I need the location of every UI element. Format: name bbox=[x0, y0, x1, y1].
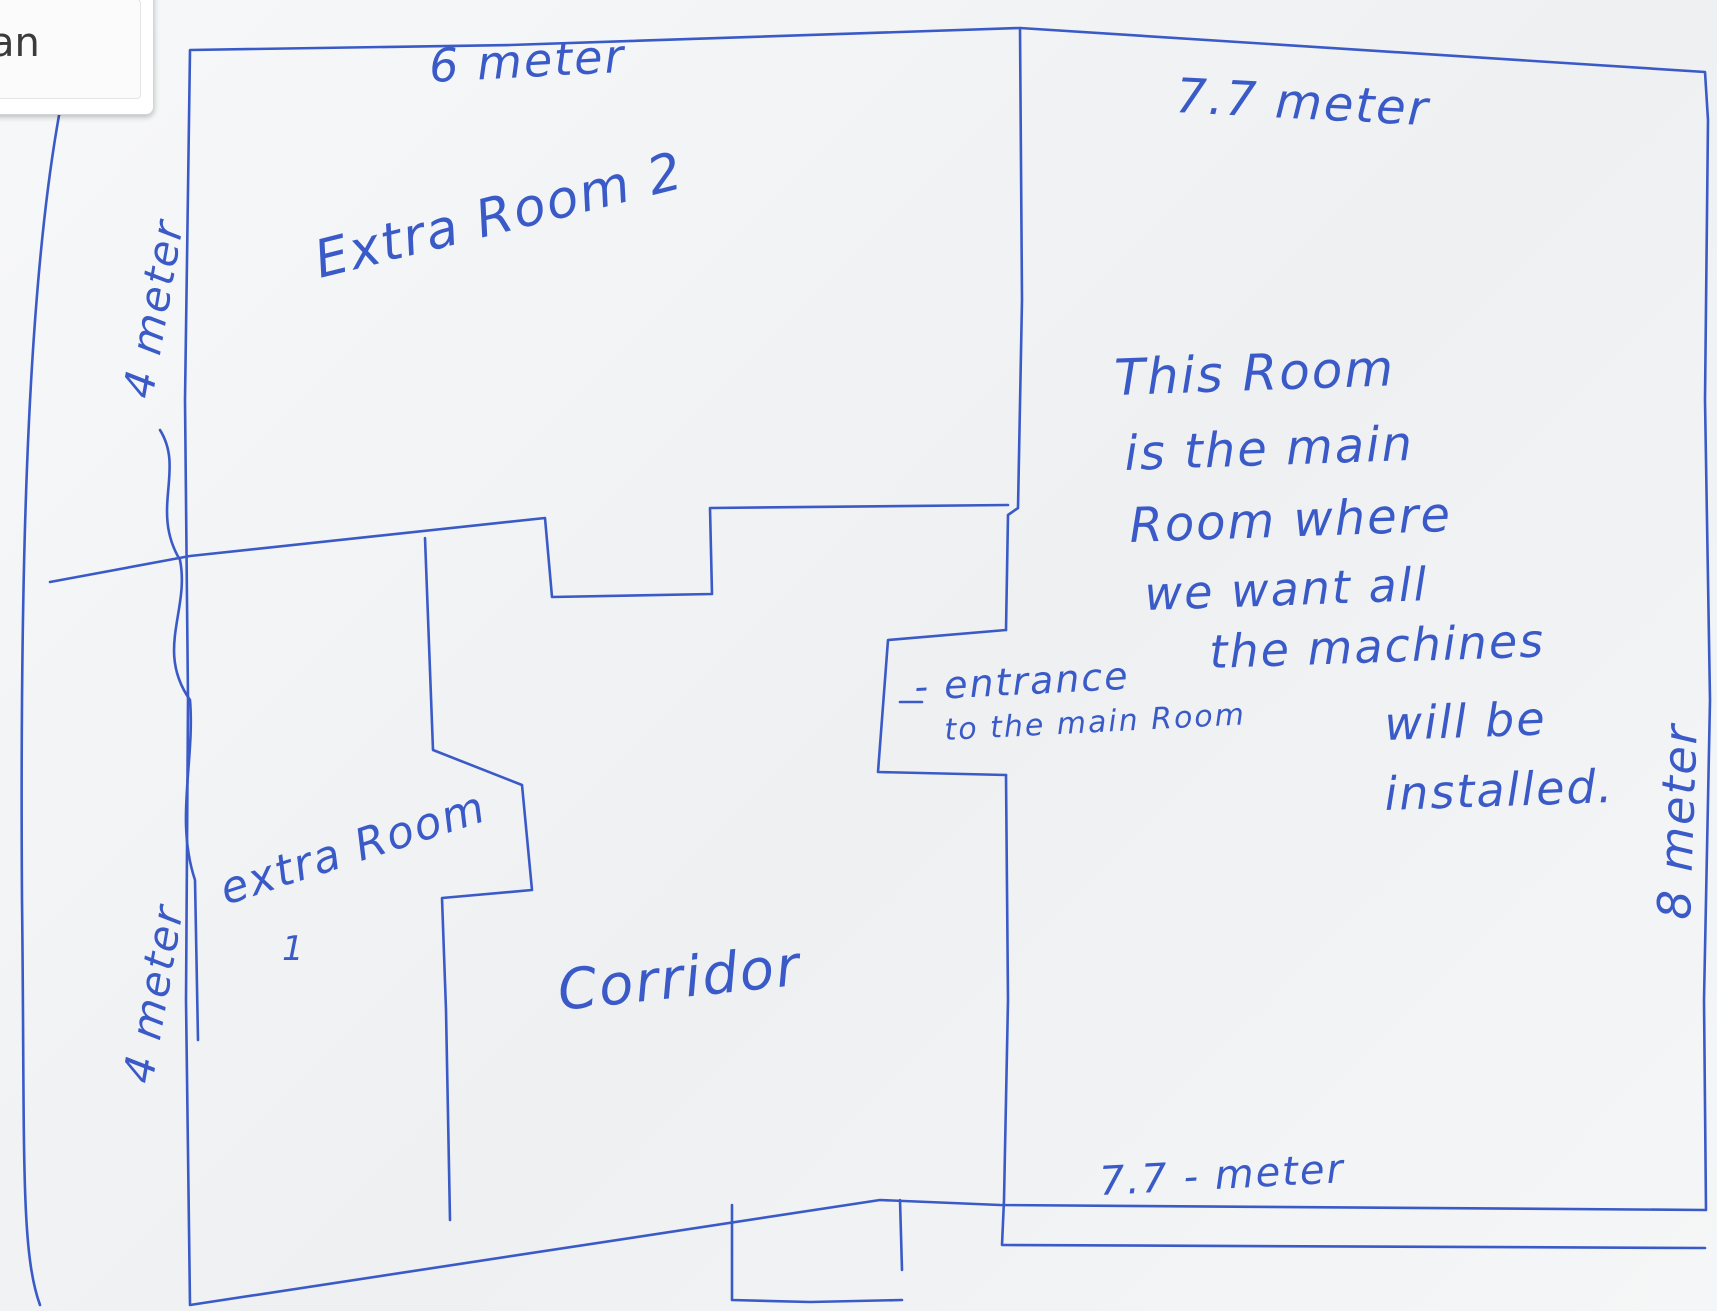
main-room-west-wall bbox=[1004, 26, 1024, 632]
note-line-6: will be bbox=[1383, 691, 1547, 751]
label-extra-room-mark: 1 bbox=[282, 929, 306, 969]
dim-bottom: 7.7 - meter bbox=[1098, 1146, 1346, 1205]
entrance-notch bbox=[876, 628, 1008, 777]
left-wavy-line bbox=[158, 428, 200, 1042]
left-dimension-line bbox=[20, 108, 62, 1307]
tooltip-text: an bbox=[0, 20, 40, 66]
label-extra-room-2: Extra Room 2 bbox=[309, 141, 690, 291]
dim-left-upper: 4 meter bbox=[114, 215, 194, 402]
note-line-5: the machines bbox=[1208, 613, 1545, 679]
dim-top-right: 7.7 meter bbox=[1174, 68, 1432, 137]
extra-room-2-south-wall bbox=[48, 503, 1010, 599]
label-entrance-1: - entrance bbox=[913, 654, 1130, 709]
tooltip-inner-frame: an bbox=[0, 0, 141, 99]
note-line-1: This Room bbox=[1113, 339, 1396, 407]
dim-left-lower: 4 meter bbox=[114, 900, 194, 1087]
bottom-door bbox=[730, 1198, 904, 1304]
note-line-4: we want all bbox=[1143, 557, 1429, 621]
main-room-west-wall-lower bbox=[1000, 773, 1707, 1250]
label-extra-room: extra Room bbox=[214, 781, 493, 915]
dim-top-left: 6 meter bbox=[428, 29, 628, 93]
note-line-2: is the main bbox=[1123, 416, 1414, 482]
tooltip-popup: an bbox=[0, 0, 154, 115]
note-line-7: installed. bbox=[1383, 759, 1615, 821]
note-line-3: Room where bbox=[1128, 487, 1452, 554]
extra-room-divider bbox=[423, 536, 534, 1222]
label-corridor: Corridor bbox=[555, 934, 805, 1024]
dim-right: 8 meter bbox=[1647, 721, 1708, 920]
